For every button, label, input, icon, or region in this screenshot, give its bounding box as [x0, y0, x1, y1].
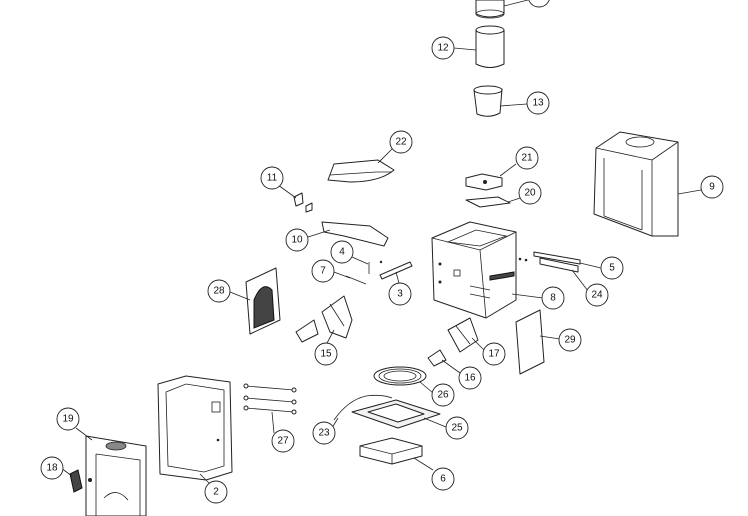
callout-22: 22: [389, 130, 413, 154]
bracket-16: [427, 349, 447, 367]
callout-23: 23: [312, 421, 336, 445]
callout-15: 15: [314, 342, 338, 366]
callout-8: 8: [541, 286, 565, 310]
callout-24: 24: [585, 283, 609, 307]
svg-text:26: 26: [437, 390, 449, 401]
plate-20: [465, 196, 511, 208]
svg-text:11: 11: [267, 173, 278, 184]
callout-6: 6: [431, 467, 455, 491]
callout-10: 10: [285, 228, 309, 252]
callout-17: 17: [482, 342, 506, 366]
svg-text:9: 9: [709, 182, 715, 193]
svg-text:18: 18: [46, 463, 58, 474]
firebrick-panel-28: [245, 267, 281, 335]
callout-9: 9: [700, 175, 724, 199]
callout-4: 4: [330, 240, 354, 264]
callout-12: 12: [431, 36, 455, 60]
bracket-11: [293, 192, 313, 213]
svg-text:10: 10: [291, 235, 303, 246]
pin-4: [368, 260, 383, 274]
flue-collar-13: [473, 85, 503, 117]
svg-text:22: 22: [395, 137, 407, 148]
svg-text:28: 28: [213, 286, 225, 297]
svg-text:7: 7: [320, 266, 326, 277]
svg-text:23: 23: [318, 428, 330, 439]
callout-26: 26: [431, 383, 455, 407]
callout-13: 13: [526, 91, 550, 115]
callout-7: 7: [311, 259, 335, 283]
callouts: 12 13 22 21 20 9 11 10 4 7 3 5 24 8 28 2…: [40, 0, 724, 504]
svg-text:6: 6: [440, 474, 446, 485]
leader-lines: [60, 0, 702, 484]
top-plate-22: [327, 159, 395, 183]
callout-18: 18: [40, 456, 64, 480]
wire-23: [333, 394, 393, 421]
ash-pan-6: [359, 437, 423, 465]
callout-20: 20: [518, 181, 542, 205]
spring-18: [69, 469, 83, 493]
callout-29: 29: [558, 328, 582, 352]
svg-text:5: 5: [609, 263, 615, 274]
svg-text:27: 27: [277, 436, 289, 447]
door-frame-2: [157, 375, 233, 481]
callout-2: 2: [204, 480, 228, 504]
rod-5: [518, 251, 581, 265]
flue-pipe-12: [475, 25, 505, 68]
svg-text:8: 8: [550, 293, 556, 304]
svg-text:15: 15: [320, 349, 332, 360]
svg-text:2: 2: [213, 487, 219, 498]
callout-27: 27: [271, 429, 295, 453]
svg-text:16: 16: [464, 373, 476, 384]
callout-3: 3: [388, 282, 412, 306]
callout-25: 25: [445, 416, 469, 440]
svg-text:29: 29: [564, 335, 576, 346]
ash-pan-frame-25: [351, 399, 441, 429]
firebox-8: [431, 221, 517, 319]
baffle-10: [321, 221, 389, 247]
svg-text:25: 25: [451, 423, 463, 434]
callout-28: 28: [207, 279, 231, 303]
callout-19: 19: [56, 407, 80, 431]
svg-text:3: 3: [397, 289, 403, 300]
callout-16: 16: [458, 366, 482, 390]
rope-seal-26: [373, 366, 427, 386]
callout-11: 11: [260, 166, 284, 190]
svg-text:12: 12: [437, 43, 449, 54]
svg-text:17: 17: [488, 349, 500, 360]
svg-text:21: 21: [521, 153, 533, 164]
svg-text:19: 19: [62, 414, 74, 425]
front-block-15: [295, 295, 353, 343]
bracket-17: [447, 317, 479, 353]
svg-text:4: 4: [339, 247, 345, 258]
svg-text:24: 24: [591, 290, 603, 301]
callout-5: 5: [600, 256, 624, 280]
part-21: [465, 173, 503, 191]
svg-text:13: 13: [532, 98, 544, 109]
callout-21: 21: [515, 146, 539, 170]
side-panel-29: [515, 309, 545, 375]
flue-pipe-top: [475, 0, 505, 19]
svg-text:20: 20: [524, 188, 536, 199]
bracket-24: [539, 257, 579, 273]
heat-shield-9: [593, 131, 679, 237]
front-door-19: [85, 435, 147, 516]
grate-bar-3: [379, 261, 413, 280]
callout-partial-top: [528, 0, 550, 8]
rods-27: [243, 383, 297, 415]
